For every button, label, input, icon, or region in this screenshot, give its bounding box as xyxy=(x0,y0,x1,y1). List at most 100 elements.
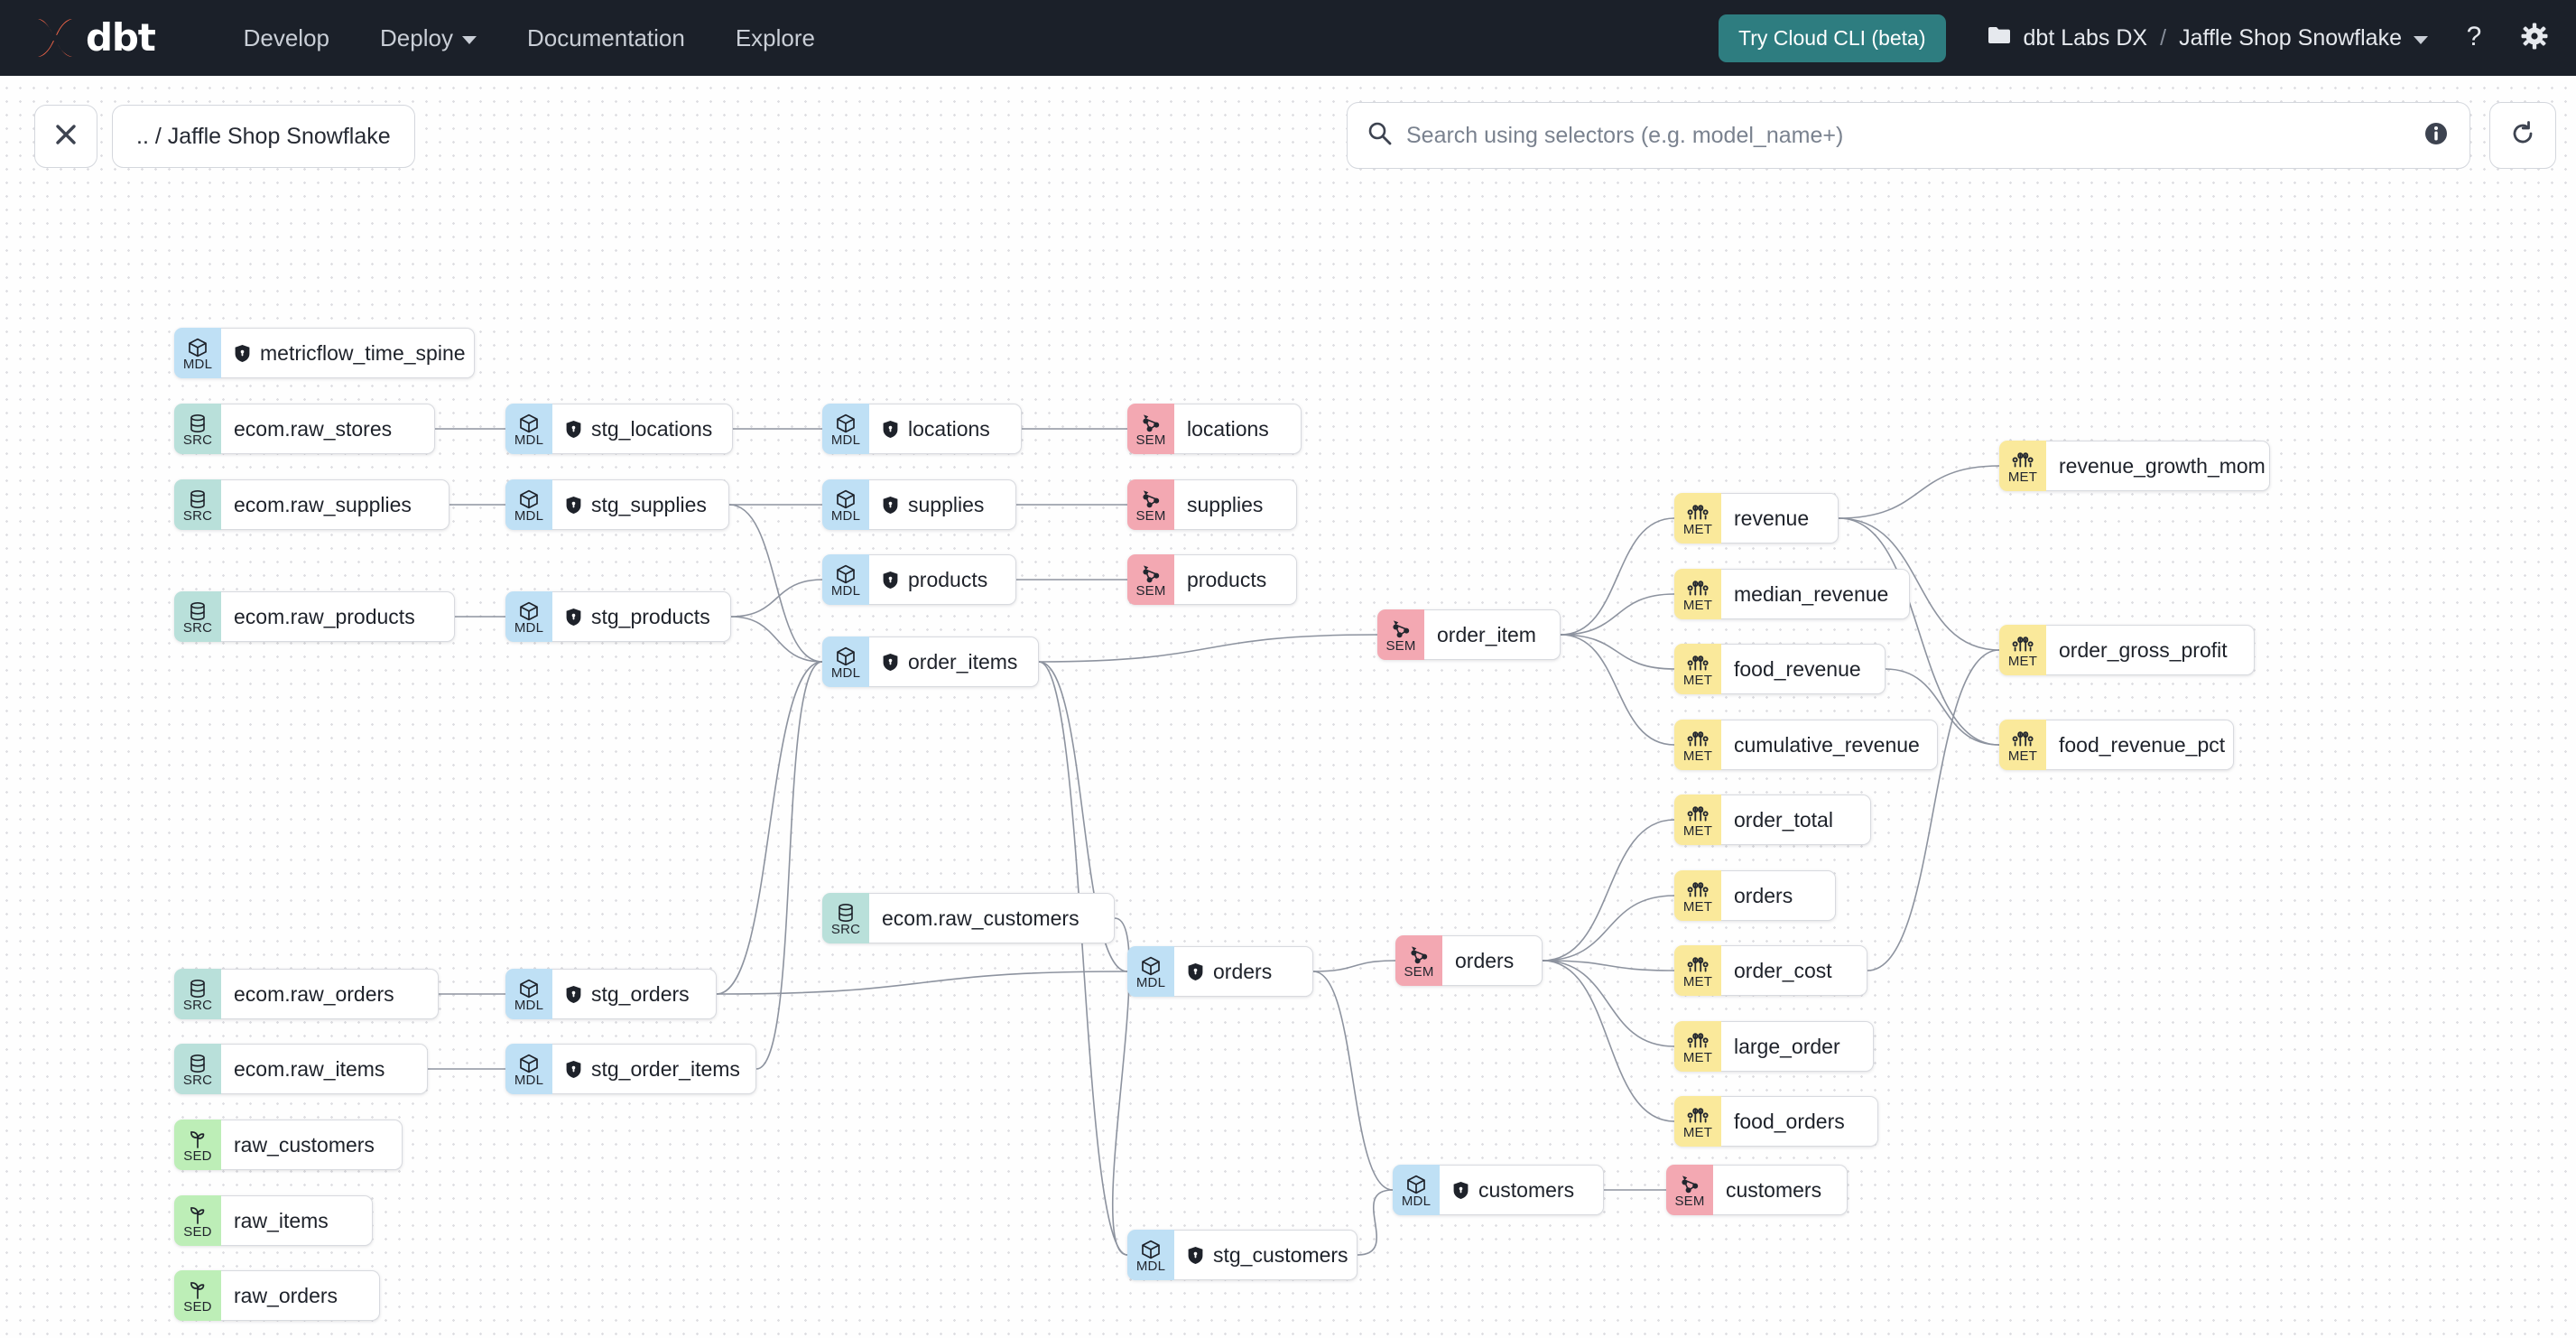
graph-node-mdl_orders[interactable]: MDL orders xyxy=(1127,946,1313,997)
node-type-label: MET xyxy=(1682,597,1713,613)
node-type-label: MET xyxy=(1682,521,1713,537)
info-icon[interactable] xyxy=(2423,120,2450,152)
graph-node-mdl_customers[interactable]: MDL customers xyxy=(1393,1165,1604,1215)
node-type-label: MET xyxy=(1682,748,1713,764)
graph-node-mdl_stg_customers[interactable]: MDL stg_customers xyxy=(1127,1230,1357,1280)
try-cloud-cli-button[interactable]: Try Cloud CLI (beta) xyxy=(1719,14,1946,62)
project-dropdown[interactable]: Jaffle Shop Snowflake xyxy=(2179,25,2428,51)
graph-node-stg_orders[interactable]: MDL stg_orders xyxy=(505,969,717,1019)
lineage-edge xyxy=(1542,960,1675,1122)
graph-node-mdl_order_items[interactable]: MDL order_items xyxy=(822,636,1039,687)
nav-item-explore[interactable]: Explore xyxy=(736,24,815,52)
bar-chart-icon xyxy=(1687,654,1709,674)
gear-icon[interactable] xyxy=(2520,22,2549,55)
graph-node-label: raw_orders xyxy=(234,1283,338,1307)
bar-chart-icon xyxy=(1687,955,1709,975)
node-type-label: SEM xyxy=(1404,963,1434,980)
graph-node-stg_order_items[interactable]: MDL stg_order_items xyxy=(505,1044,756,1094)
cube-icon xyxy=(835,489,857,509)
graph-node-stg_products[interactable]: MDL stg_products xyxy=(505,591,731,642)
lineage-edge xyxy=(1560,634,1675,746)
close-button[interactable] xyxy=(34,105,97,168)
node-type-label: MDL xyxy=(182,356,213,372)
refresh-button[interactable] xyxy=(2489,102,2556,169)
graph-node-label: revenue_growth_mom xyxy=(2059,453,2266,478)
nav-item-deploy[interactable]: Deploy xyxy=(380,24,477,52)
lineage-edge xyxy=(1560,634,1675,670)
graph-node-body: orders xyxy=(1174,946,1313,997)
nav-item-documentation[interactable]: Documentation xyxy=(527,24,685,52)
graph-node-mdl_products[interactable]: MDL products xyxy=(822,554,1016,605)
search-bar[interactable] xyxy=(1347,102,2470,169)
sprout-icon xyxy=(188,1129,208,1149)
graph-node-label: ecom.raw_items xyxy=(234,1056,385,1081)
mdl-type-badge: MDL xyxy=(505,591,552,642)
dbt-logo[interactable]: dbt xyxy=(31,15,156,60)
bar-chart-icon xyxy=(1687,804,1709,824)
graph-node-body: revenue_growth_mom xyxy=(2046,441,2270,491)
graph-node-label: food_revenue xyxy=(1734,656,1861,681)
graph-node-body: orders xyxy=(1442,935,1543,986)
account-name-label[interactable]: dbt Labs DX xyxy=(2023,24,2148,51)
graph-node-body: ecom.raw_customers xyxy=(869,893,1115,943)
node-type-label: SEM xyxy=(1135,582,1166,599)
graph-node-stg_locations[interactable]: MDL stg_locations xyxy=(505,404,733,454)
question-mark-icon[interactable]: ? xyxy=(2460,22,2488,55)
graph-node-label: large_order xyxy=(1734,1034,1840,1058)
primary-nav-links: Develop Deploy Documentation Explore xyxy=(193,24,815,52)
graph-node-body: order_gross_profit xyxy=(2046,625,2255,675)
nav-item-develop[interactable]: Develop xyxy=(244,24,329,52)
mdl-type-badge: MDL xyxy=(822,479,869,530)
breadcrumb[interactable]: .. / Jaffle Shop Snowflake xyxy=(112,105,415,168)
met-type-badge: MET xyxy=(1999,625,2046,675)
graph-node-met_cumulative_revenue[interactable]: MET cumulative_revenue xyxy=(1674,720,1938,770)
node-type-label: MDL xyxy=(514,1072,544,1088)
node-type-label: MDL xyxy=(1401,1193,1432,1209)
graph-node-mdl_supplies[interactable]: MDL supplies xyxy=(822,479,1016,530)
graph-node-body: ecom.raw_items xyxy=(221,1044,428,1094)
graph-node-stg_supplies[interactable]: MDL stg_supplies xyxy=(505,479,729,530)
graph-node-label: ecom.raw_supplies xyxy=(234,492,412,516)
node-type-label: MDL xyxy=(514,619,544,636)
graph-node-label: locations xyxy=(1187,416,1269,441)
search-input[interactable] xyxy=(1406,122,2423,149)
graph-node-mdl_locations[interactable]: MDL locations xyxy=(822,404,1022,454)
sed-type-badge: SED xyxy=(174,1270,221,1321)
graph-node-label: ecom.raw_orders xyxy=(234,981,394,1006)
graph-node-body: order_item xyxy=(1424,609,1561,660)
nav-item-deploy-label: Deploy xyxy=(380,23,453,51)
lineage-edge xyxy=(1838,517,2000,746)
graph-node-metricflow_time_spine[interactable]: MDL metricflow_time_spine xyxy=(174,328,475,378)
graph-node-sed_raw_orders[interactable]: SED raw_orders xyxy=(174,1270,380,1321)
graph-node-sem_orders[interactable]: SEM orders xyxy=(1395,935,1543,986)
node-type-label: MDL xyxy=(830,582,861,599)
graph-node-body: cumulative_revenue xyxy=(1721,720,1938,770)
database-icon xyxy=(188,413,208,433)
lineage-edge xyxy=(1838,465,2000,519)
